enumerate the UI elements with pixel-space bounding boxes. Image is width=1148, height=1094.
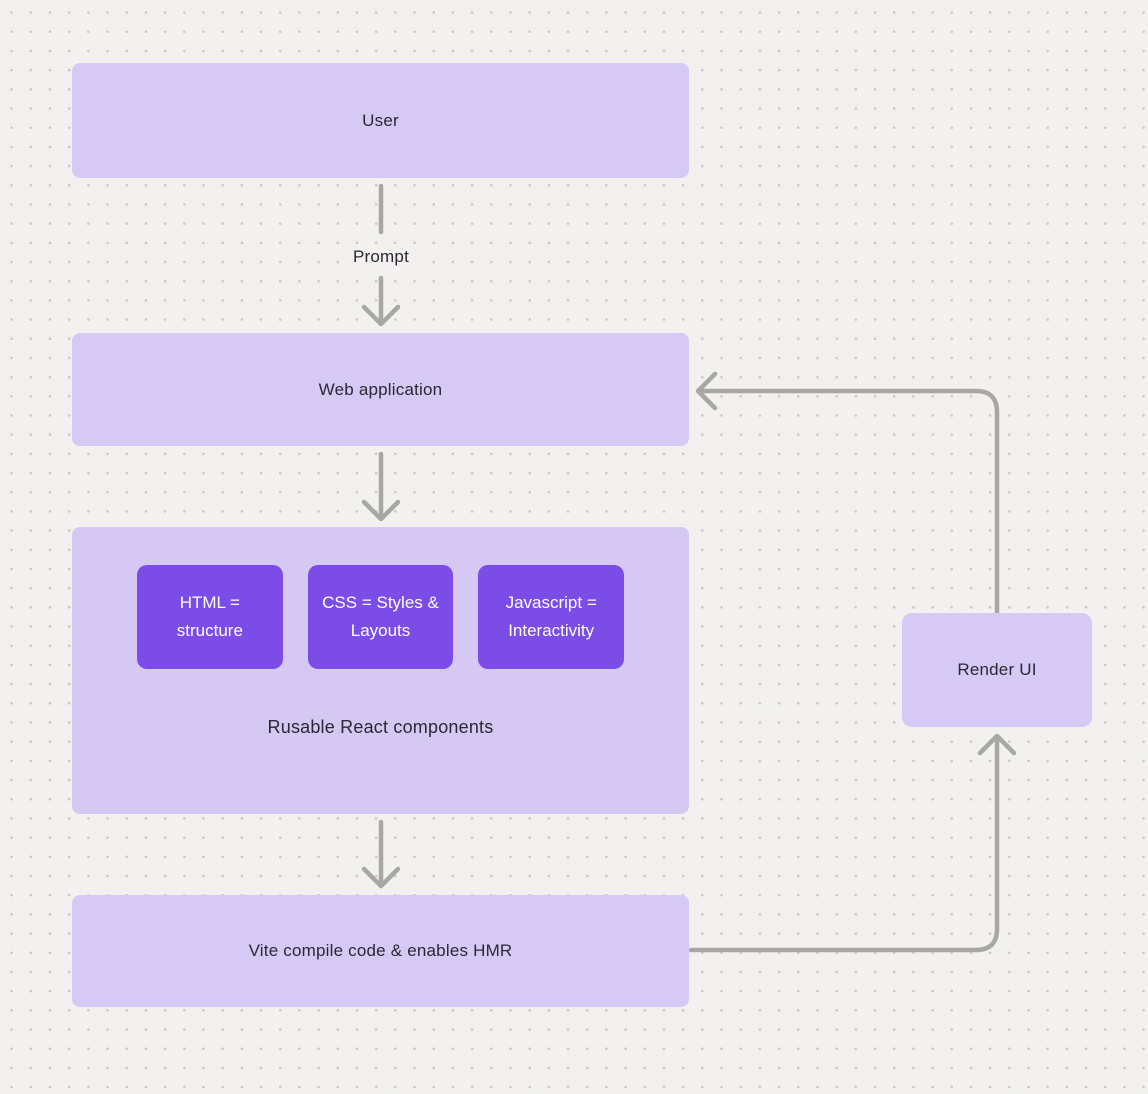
node-web-application[interactable]: Web application (72, 333, 689, 446)
arrowhead-down-icon (361, 499, 401, 522)
chip-html[interactable]: HTML = structure (137, 565, 283, 669)
node-web-application-label: Web application (318, 379, 443, 399)
node-vite[interactable]: Vite compile code & enables HMR (72, 895, 689, 1007)
node-user-label: User (362, 110, 399, 130)
chip-javascript-label: Javascript = Interactivity (505, 593, 597, 640)
group-caption: Rusable React components (267, 717, 494, 737)
node-vite-label: Vite compile code & enables HMR (248, 941, 513, 960)
arrow-components-to-vite[interactable] (361, 819, 401, 889)
node-render-ui[interactable]: Render UI (902, 613, 1092, 727)
chip-css[interactable]: CSS = Styles & Layouts (307, 565, 454, 669)
arrow-vite-to-render-ui[interactable] (688, 733, 1017, 953)
node-render-ui-label: Render UI (957, 660, 1037, 679)
arrow-user-to-webapp[interactable] (361, 183, 401, 327)
arrow-webapp-to-components[interactable] (361, 451, 401, 522)
arrowhead-down-icon (361, 866, 401, 889)
chip-javascript[interactable]: Javascript = Interactivity (478, 565, 625, 669)
chip-row: HTML = structure CSS = Styles & Layouts … (137, 565, 625, 669)
group-react-components[interactable]: HTML = structure CSS = Styles & Layouts … (72, 527, 689, 814)
node-user[interactable]: User (72, 63, 689, 178)
chip-html-label: HTML = structure (176, 593, 243, 640)
edge-label-prompt: Prompt (345, 244, 417, 270)
arrowhead-up-icon (977, 733, 1017, 756)
chip-css-label: CSS = Styles & Layouts (322, 593, 439, 640)
arrowhead-left-icon (695, 371, 718, 411)
arrowhead-down-icon (361, 304, 401, 327)
arrow-render-ui-to-webapp[interactable] (695, 371, 1000, 616)
